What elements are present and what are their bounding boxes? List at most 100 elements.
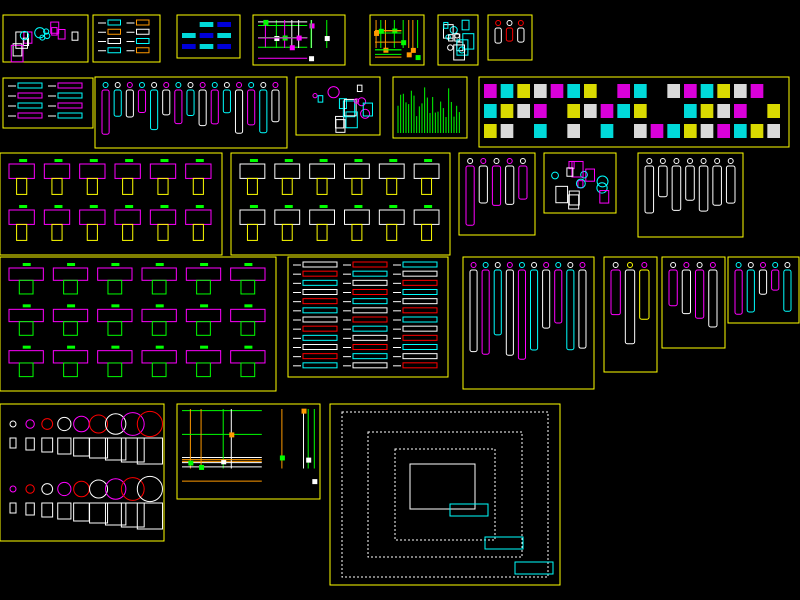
part-block [684,104,697,118]
part-end [518,262,525,268]
part-outline [9,437,17,449]
drawing-frame-19[interactable] [287,256,449,378]
drawing-frame-22[interactable] [661,256,726,349]
part-node [324,36,330,42]
drawing-frame-20[interactable] [462,256,595,390]
part-head [309,163,335,179]
part-stem [281,177,293,195]
drawing-frame-25[interactable] [176,403,321,500]
part-outline [402,279,438,286]
part-outline [50,21,60,34]
part-head [185,163,212,179]
part-body [247,89,256,126]
part-block [667,124,680,138]
part-block [199,33,214,38]
drawing-frame-17[interactable] [637,152,744,238]
drawing-frame-21[interactable] [603,256,658,373]
drawing-frame-7[interactable] [487,14,533,61]
drawing-frame-23[interactable] [727,256,800,324]
drawing-frame-6[interactable] [437,14,479,66]
part-body [530,269,539,351]
part-outline [453,44,465,61]
part-end [700,158,707,164]
drawing-frame-15[interactable] [458,152,536,236]
drawing-frame-24[interactable] [0,403,165,542]
drawing-frame-26[interactable] [329,403,561,586]
part-outline [17,92,43,99]
part-end [760,262,766,268]
part-stem [196,362,211,378]
part-body [505,27,514,42]
part-block [584,84,597,98]
drawing-frame-10[interactable] [295,76,381,136]
part-body [137,89,147,114]
part-block [617,104,630,118]
part-block [700,104,714,118]
drawing-frame-9[interactable] [94,76,288,149]
part-end [126,82,133,88]
drawing-frame-2[interactable] [92,14,161,63]
part-end [506,158,513,164]
drawing-frame-13[interactable] [0,152,223,256]
part-end [612,262,619,268]
drawing-frame-3[interactable] [176,14,241,59]
part-stem [192,177,204,195]
part-node [378,28,384,34]
part-end [151,82,158,88]
part-end [102,82,109,88]
part-end [506,20,513,26]
drawing-frame-11[interactable] [392,76,468,139]
part-stem [86,223,98,241]
part-body [210,89,219,125]
part-block [767,104,780,118]
part-stem [18,362,34,378]
part-head [79,209,106,225]
part-end [659,158,666,164]
title-block [449,503,489,517]
part-end [187,82,194,88]
part-end [519,158,526,164]
drawing-frame-5[interactable] [369,14,425,66]
part-body [125,89,134,118]
part-body [578,269,587,349]
part-circle [357,97,367,107]
part-head [114,209,141,225]
part-block [717,84,730,98]
part-outline [9,502,17,514]
label-mark [155,263,164,266]
part-outline [302,344,338,350]
part-outline [352,316,388,323]
part-head [141,350,177,364]
part-end [272,82,279,88]
drawing-frame-16[interactable] [543,152,617,214]
drawing-frame-12[interactable] [478,76,790,148]
part-end [579,262,586,268]
part-node [406,52,412,58]
label-mark [111,263,120,266]
part-end [163,82,170,88]
part-head [344,209,370,225]
part-outline [136,38,150,44]
part-head [230,308,266,323]
part-outline [577,180,584,189]
label-mark [284,205,293,208]
drawing-frame-1[interactable] [2,14,89,63]
drawing-frame-18[interactable] [0,256,277,392]
part-stem [351,223,363,241]
part-end [735,262,742,268]
drawing-frame-4[interactable] [252,14,346,66]
part-stem [351,177,363,195]
part-end [480,158,487,164]
label-mark [155,304,164,308]
drawing-frame-14[interactable] [230,152,451,256]
frame-border [252,14,346,66]
part-outline [120,502,145,528]
part-body [566,269,575,351]
part-outline [41,437,54,453]
frame-border [487,14,533,61]
part-head [185,350,222,364]
part-end [784,262,791,268]
drawing-frame-8[interactable] [2,77,94,129]
part-block [500,124,514,138]
